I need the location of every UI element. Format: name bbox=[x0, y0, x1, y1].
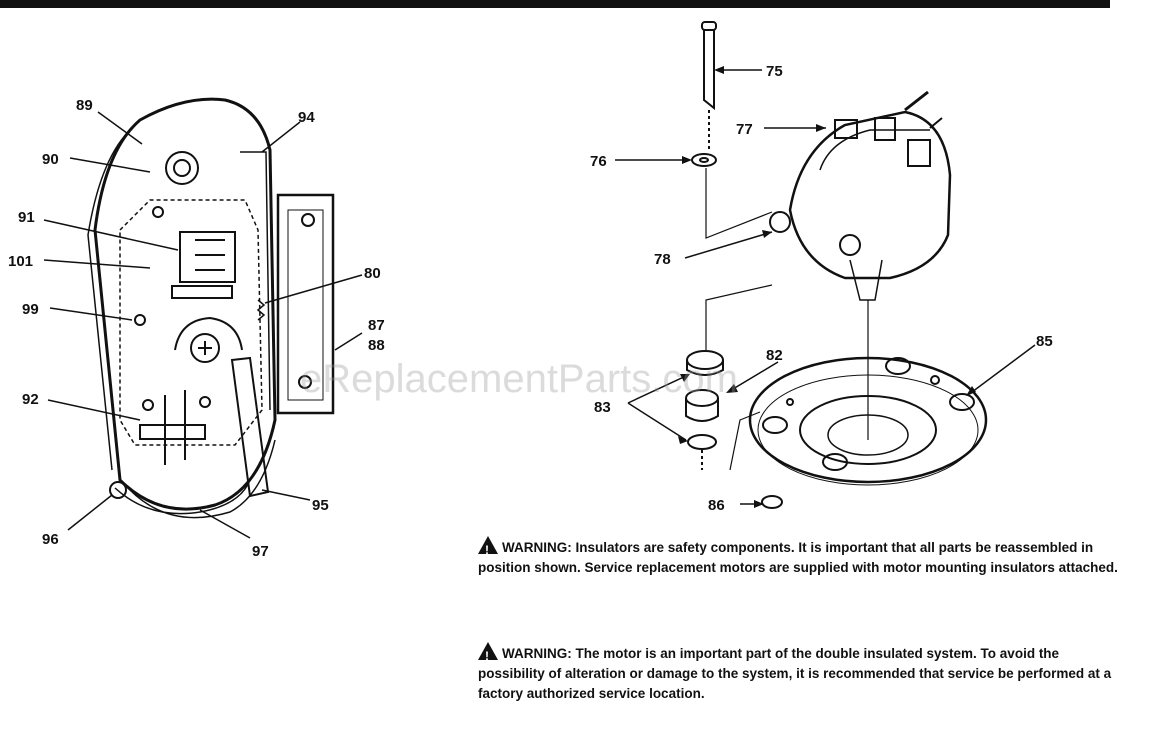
part-label-75: 75 bbox=[766, 63, 783, 80]
warning-triangle-icon bbox=[478, 536, 498, 560]
warning-text: The motor is an important part of the do… bbox=[478, 646, 1112, 701]
motor-assembly bbox=[685, 21, 988, 509]
warning-motor: WARNING: The motor is an important part … bbox=[478, 642, 1126, 704]
part-label-88: 88 bbox=[368, 337, 385, 354]
part-label-86: 86 bbox=[708, 497, 725, 514]
top-rule bbox=[0, 0, 1110, 8]
warning-text: Insulators are safety components. It is … bbox=[478, 540, 1118, 575]
warning-heading: WARNING: bbox=[502, 540, 572, 555]
part-label-91: 91 bbox=[18, 209, 35, 226]
watermark: eReplacementParts.com bbox=[300, 357, 738, 401]
part-label-78: 78 bbox=[654, 251, 671, 268]
part-label-96: 96 bbox=[42, 531, 59, 548]
part-label-77: 77 bbox=[736, 121, 753, 138]
part-label-90: 90 bbox=[42, 151, 59, 168]
part-label-97: 97 bbox=[252, 543, 269, 560]
part-label-95: 95 bbox=[312, 497, 329, 514]
warning-insulators: WARNING: Insulators are safety component… bbox=[478, 536, 1126, 578]
part-label-76: 76 bbox=[590, 153, 607, 170]
part-label-101: 101 bbox=[8, 253, 33, 270]
part-label-99: 99 bbox=[22, 301, 39, 318]
part-label-85: 85 bbox=[1036, 333, 1053, 350]
warning-triangle-icon bbox=[478, 642, 498, 666]
housing-assembly bbox=[87, 97, 335, 519]
part-label-87: 87 bbox=[368, 317, 385, 334]
warning-heading: WARNING: bbox=[502, 646, 572, 661]
part-label-82: 82 bbox=[766, 347, 783, 364]
part-label-89: 89 bbox=[76, 97, 93, 114]
part-label-94: 94 bbox=[298, 109, 315, 126]
part-label-80: 80 bbox=[364, 265, 381, 282]
part-label-83: 83 bbox=[594, 399, 611, 416]
part-label-92: 92 bbox=[22, 391, 39, 408]
